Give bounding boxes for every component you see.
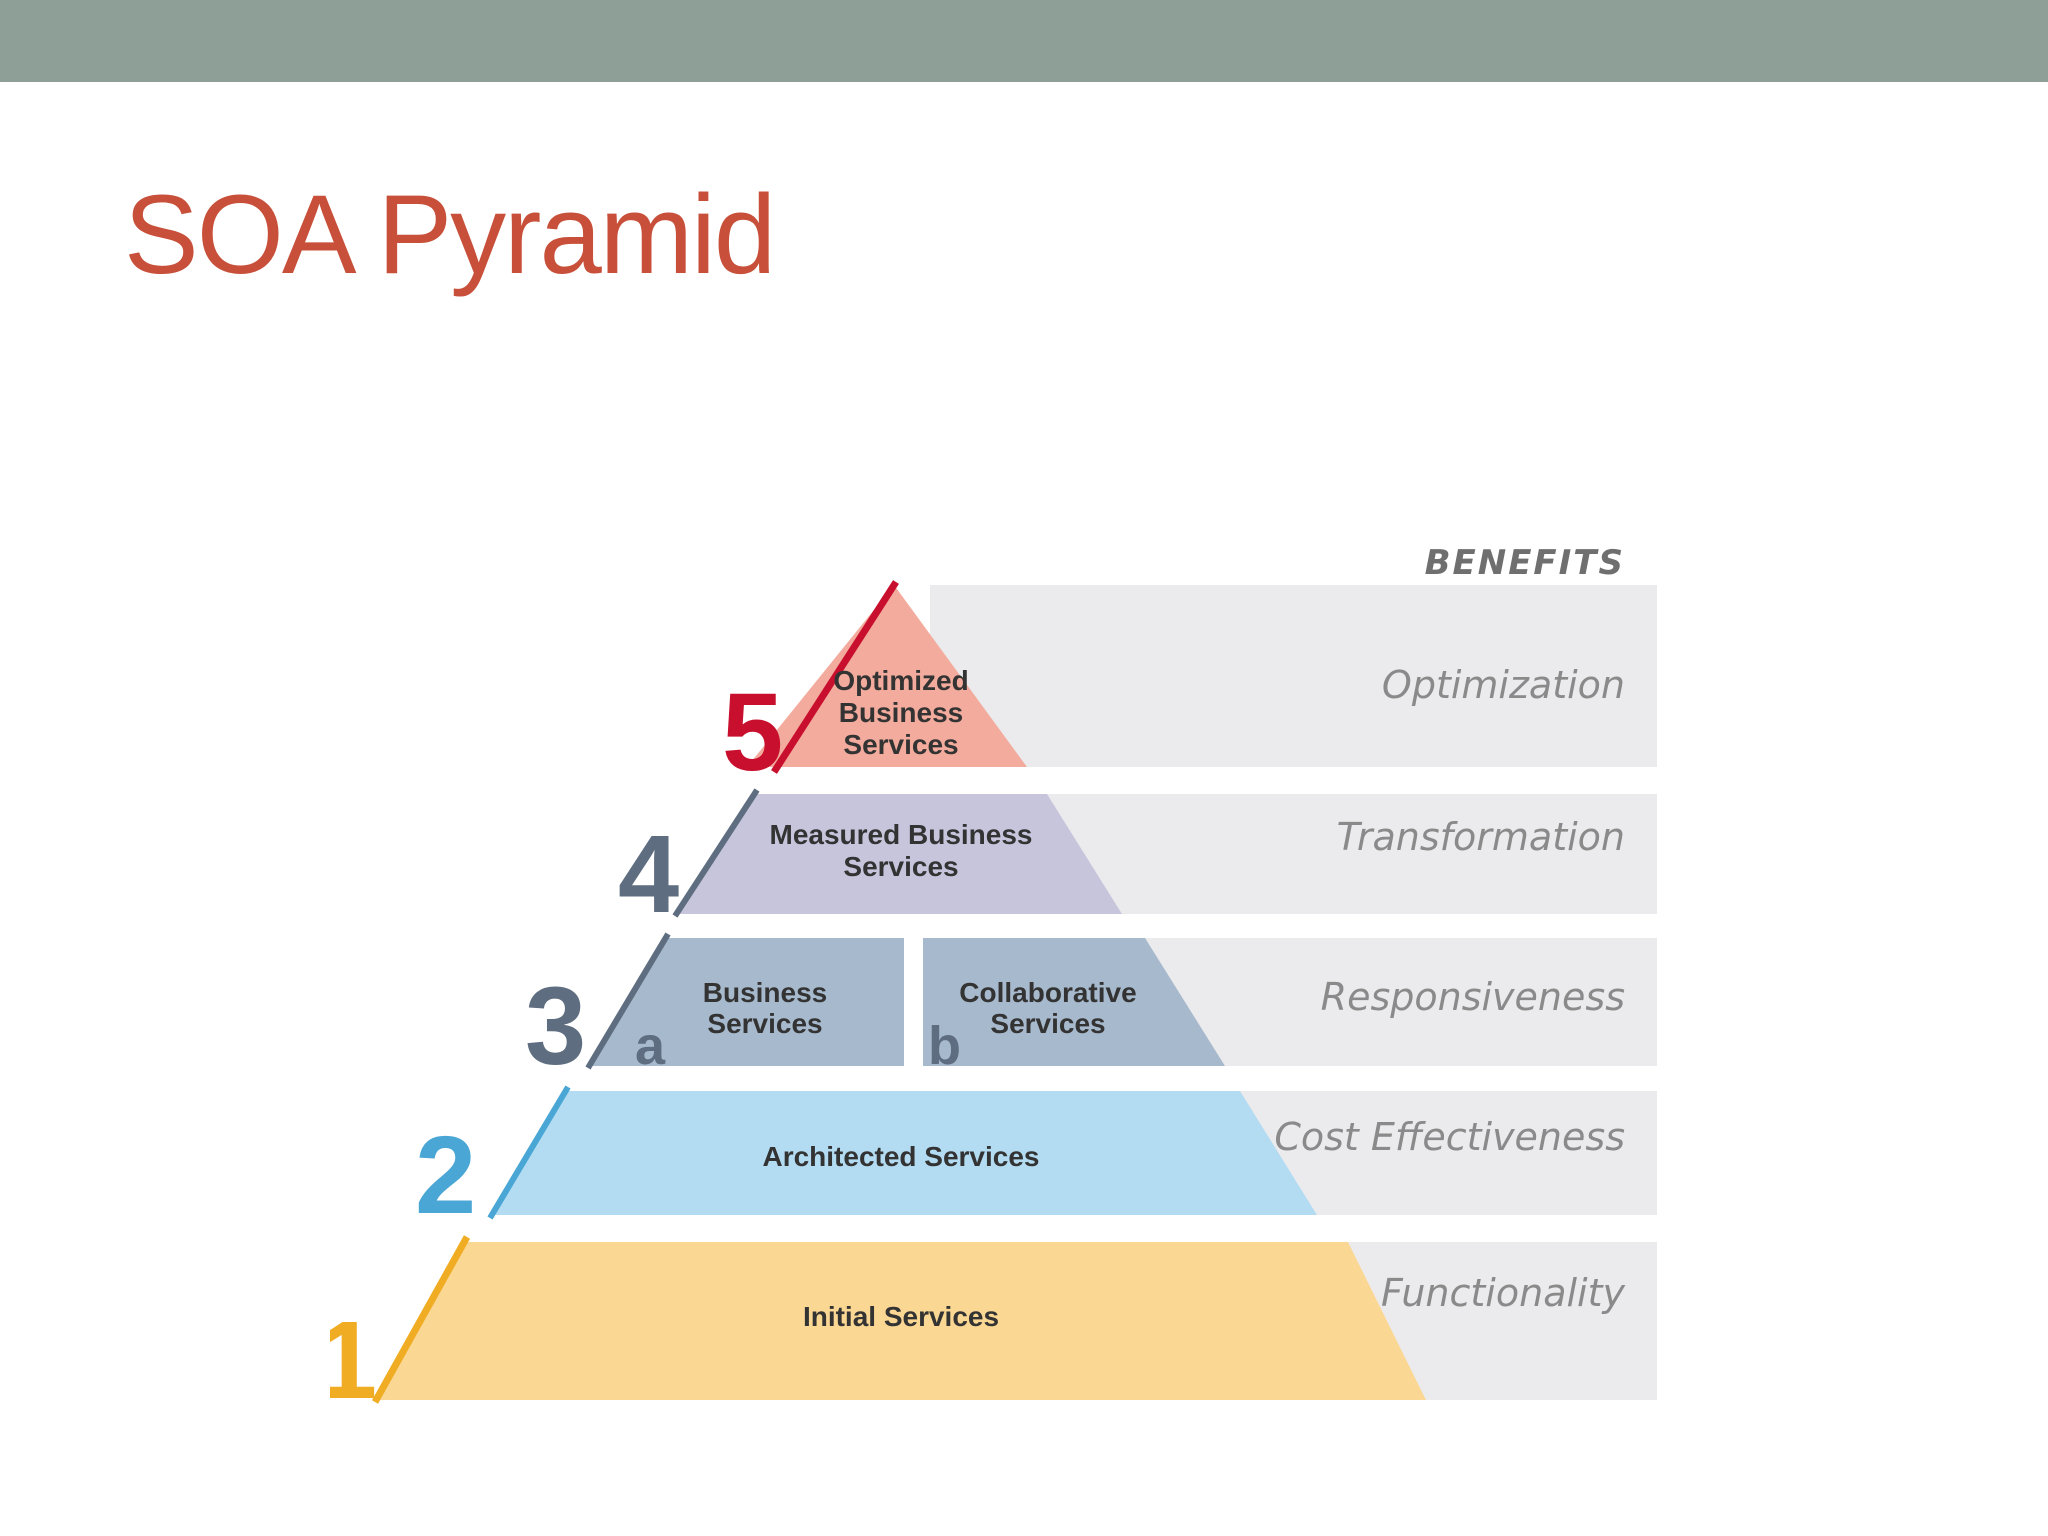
benefit-functionality: Functionality [1381,1271,1625,1315]
tier-4-slash [672,788,760,918]
tier-3a-shape [588,938,904,1066]
tier-3a-label-line-1: Business [703,977,828,1008]
top-bar [0,0,2048,82]
benefit-transformation: Transformation [1337,815,1625,859]
tier-1-slash [371,1235,471,1404]
tier-3b-label-line-1: Collaborative [959,977,1136,1008]
tier-5-label-line-1: Optimized [833,665,968,696]
tier-3a-letter: a [635,1016,666,1076]
tier-2-number: 2 [415,1114,476,1237]
slide-title: SOA Pyramid [124,172,776,297]
benefit-responsiveness: Responsiveness [1321,975,1625,1019]
benefit-band-5 [930,585,1657,767]
pyramid-svg: BENEFITS 5 Optimized Business Services 4… [330,543,1657,1410]
tier-4-number: 4 [618,813,679,936]
tier-3b-shape [923,938,1225,1066]
tier-5-slash [771,580,899,774]
tier-3-slash [585,932,671,1070]
soa-pyramid-diagram: BENEFITS 5 Optimized Business Services 4… [330,540,1660,1410]
tier-1-number: 1 [330,1299,377,1410]
tier-1-label: Initial Services [803,1301,999,1332]
tier-4-label-line-1: Measured Business [770,819,1033,850]
tier-5-shape [747,585,1027,767]
tier-2-shape [493,1091,1317,1215]
benefit-cost-effectiveness: Cost Effectiveness [1274,1115,1625,1159]
tier-2-slash [487,1085,571,1220]
tier-3b-label-line-2: Services [990,1008,1105,1039]
tier-4-label-line-2: Services [843,851,958,882]
benefits-header: BENEFITS [1425,543,1625,583]
benefit-optimization: Optimization [1382,663,1625,707]
tier-5-number: 5 [722,671,783,794]
tier-4-shape [675,794,1122,914]
tier-3-number: 3 [525,965,586,1088]
tier-1-shape [375,1242,1426,1400]
tier-2-label: Architected Services [762,1141,1039,1172]
tier-5-label-line-3: Services [843,729,958,760]
tier-3b-letter: b [928,1016,961,1076]
tier-3a-label-line-2: Services [707,1008,822,1039]
tier-5-label-line-2: Business [839,697,964,728]
